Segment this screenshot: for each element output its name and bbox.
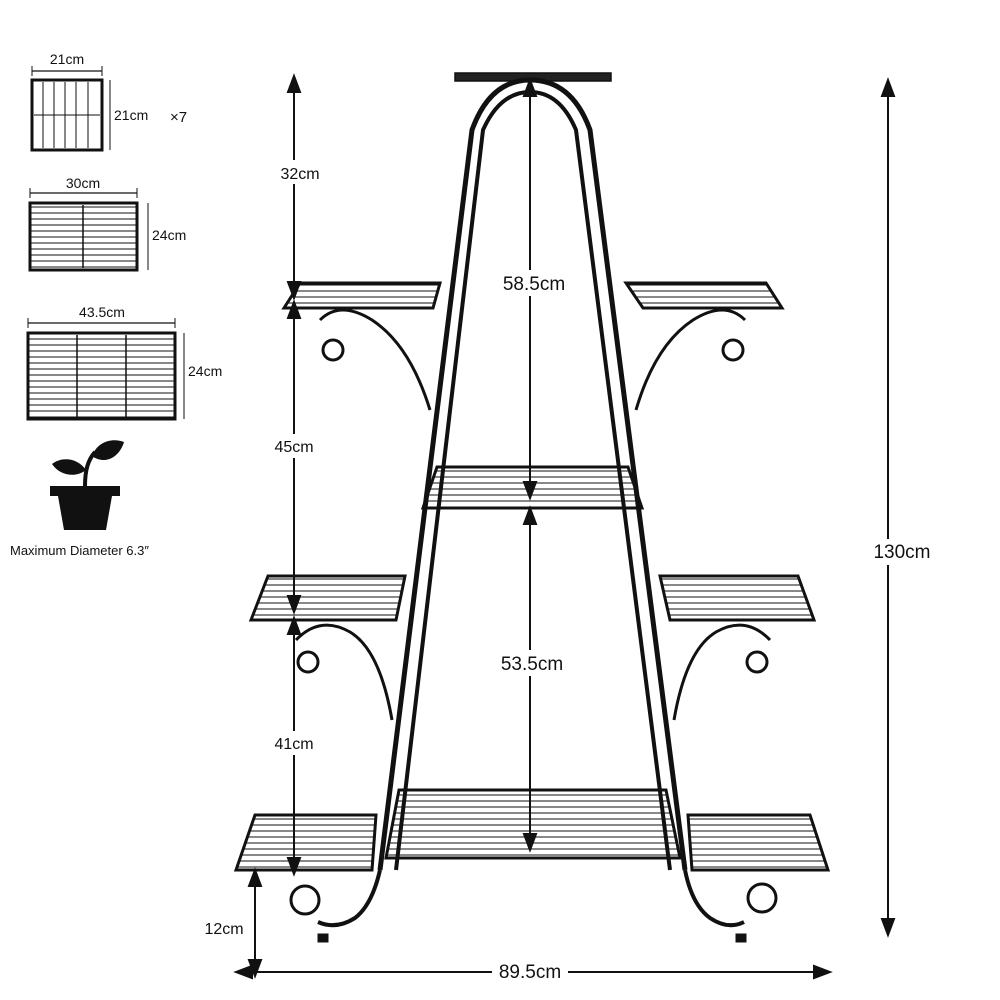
large-shelf-width: 43.5cm [79, 304, 125, 320]
dim-lower-side-gap: 41cm [274, 736, 313, 753]
shelf-bottom-right [686, 813, 831, 872]
large-shelf-depth: 24cm [188, 363, 222, 379]
potted-plant-icon [50, 440, 124, 530]
shelf-middle-left [248, 574, 407, 622]
legend-medium-shelf: 30cm 24cm [28, 175, 186, 272]
dim-foot-height: 12cm [204, 921, 243, 938]
small-shelf-width: 21cm [50, 51, 84, 67]
legend-small-shelf: 21cm 21cm ×7 [30, 51, 187, 152]
shelf-upper-right [623, 281, 785, 310]
dimension-lines [233, 73, 896, 980]
shelf-middle-right [658, 574, 817, 622]
dim-total-width: 89.5cm [499, 962, 561, 983]
legend-large-shelf: 43.5cm 24cm [26, 304, 222, 421]
dim-total-height: 130cm [873, 542, 930, 563]
plant-stand [233, 72, 831, 943]
shelf-bottom-left [233, 813, 378, 872]
dim-lower-center-gap: 53.5cm [501, 654, 563, 675]
pot-diameter-note: Maximum Diameter 6.3″ [10, 543, 149, 558]
dim-top-gap: 32cm [280, 166, 319, 183]
dim-upper-side-gap: 45cm [274, 439, 313, 456]
shelf-bottom-center [384, 788, 682, 860]
small-shelf-count: ×7 [170, 109, 187, 126]
medium-shelf-depth: 24cm [152, 227, 186, 243]
medium-shelf-width: 30cm [66, 175, 100, 191]
small-shelf-depth: 21cm [114, 107, 148, 123]
shelf-upper-left [281, 281, 442, 310]
dim-upper-center-gap: 58.5cm [503, 274, 565, 295]
